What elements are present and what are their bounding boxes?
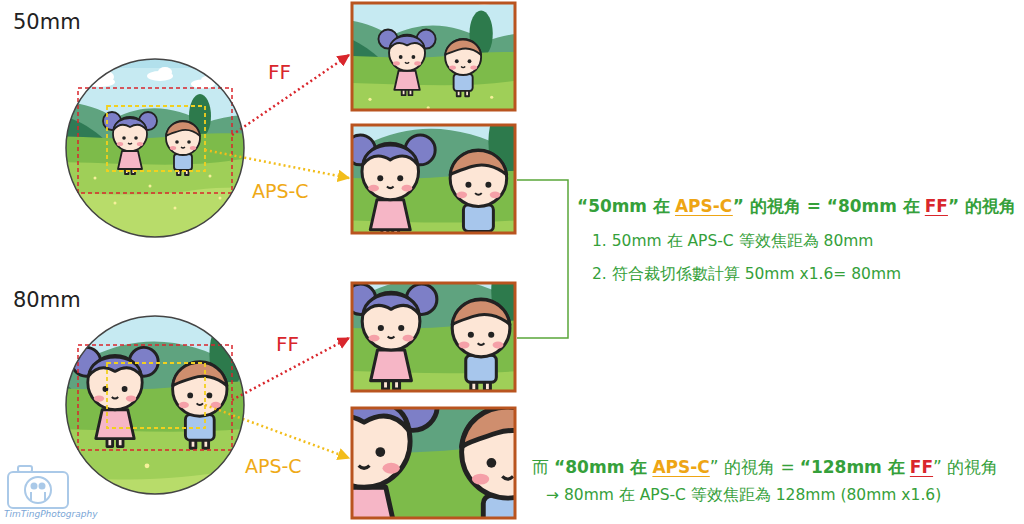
circle-border [66,316,244,494]
sensor-term: FF [910,457,933,477]
note-text: 2. 符合裁切係數計算 50mm x1.6= 80mm [592,265,901,284]
equation-text: “80mm 在 [554,457,647,477]
note-text: 1. 50mm 在 APS-C 等效焦距為 80mm [592,232,873,251]
watermark: TimTingPhotography [4,509,98,520]
focal-length-heading: 80mm [13,288,81,313]
sensor-label: FF [268,60,291,84]
equation-text: ” 的視角 = [710,457,795,477]
equation-text: ” 的視角 [948,196,1016,216]
note-text: → 80mm 在 APS-C 等效焦距為 128mm (80mm x1.6) [546,486,941,505]
sensor-term: APS-C [652,457,709,477]
equation-text: ” 的視角 [933,457,998,477]
equation-text: “50mm 在 [577,196,670,216]
circle-outline [65,315,245,495]
equation-line: 而“80mm 在APS-C” 的視角 =“128mm 在FF” 的視角 [532,456,998,478]
sensor-term: APS-C [675,196,733,216]
lens-circle: 80mm [65,315,245,495]
sensor-label: APS-C [252,180,309,203]
focal-length-heading: 50mm [13,10,81,35]
sensor-label: FF [276,332,299,356]
sensor-label: APS-C [245,455,302,478]
sensor-term: FF [925,196,948,216]
equation-text: 而 [532,457,549,477]
equation-line: “50mm 在APS-C” 的視角 = “80mm 在FF” 的視角 [577,195,1016,217]
circle-border [66,59,244,237]
lens-circle: 50mm [65,58,245,238]
equation-text: “128mm 在 [800,457,905,477]
circle-outline [65,58,245,238]
equation-text: ” 的視角 = “80mm 在 [733,196,920,216]
